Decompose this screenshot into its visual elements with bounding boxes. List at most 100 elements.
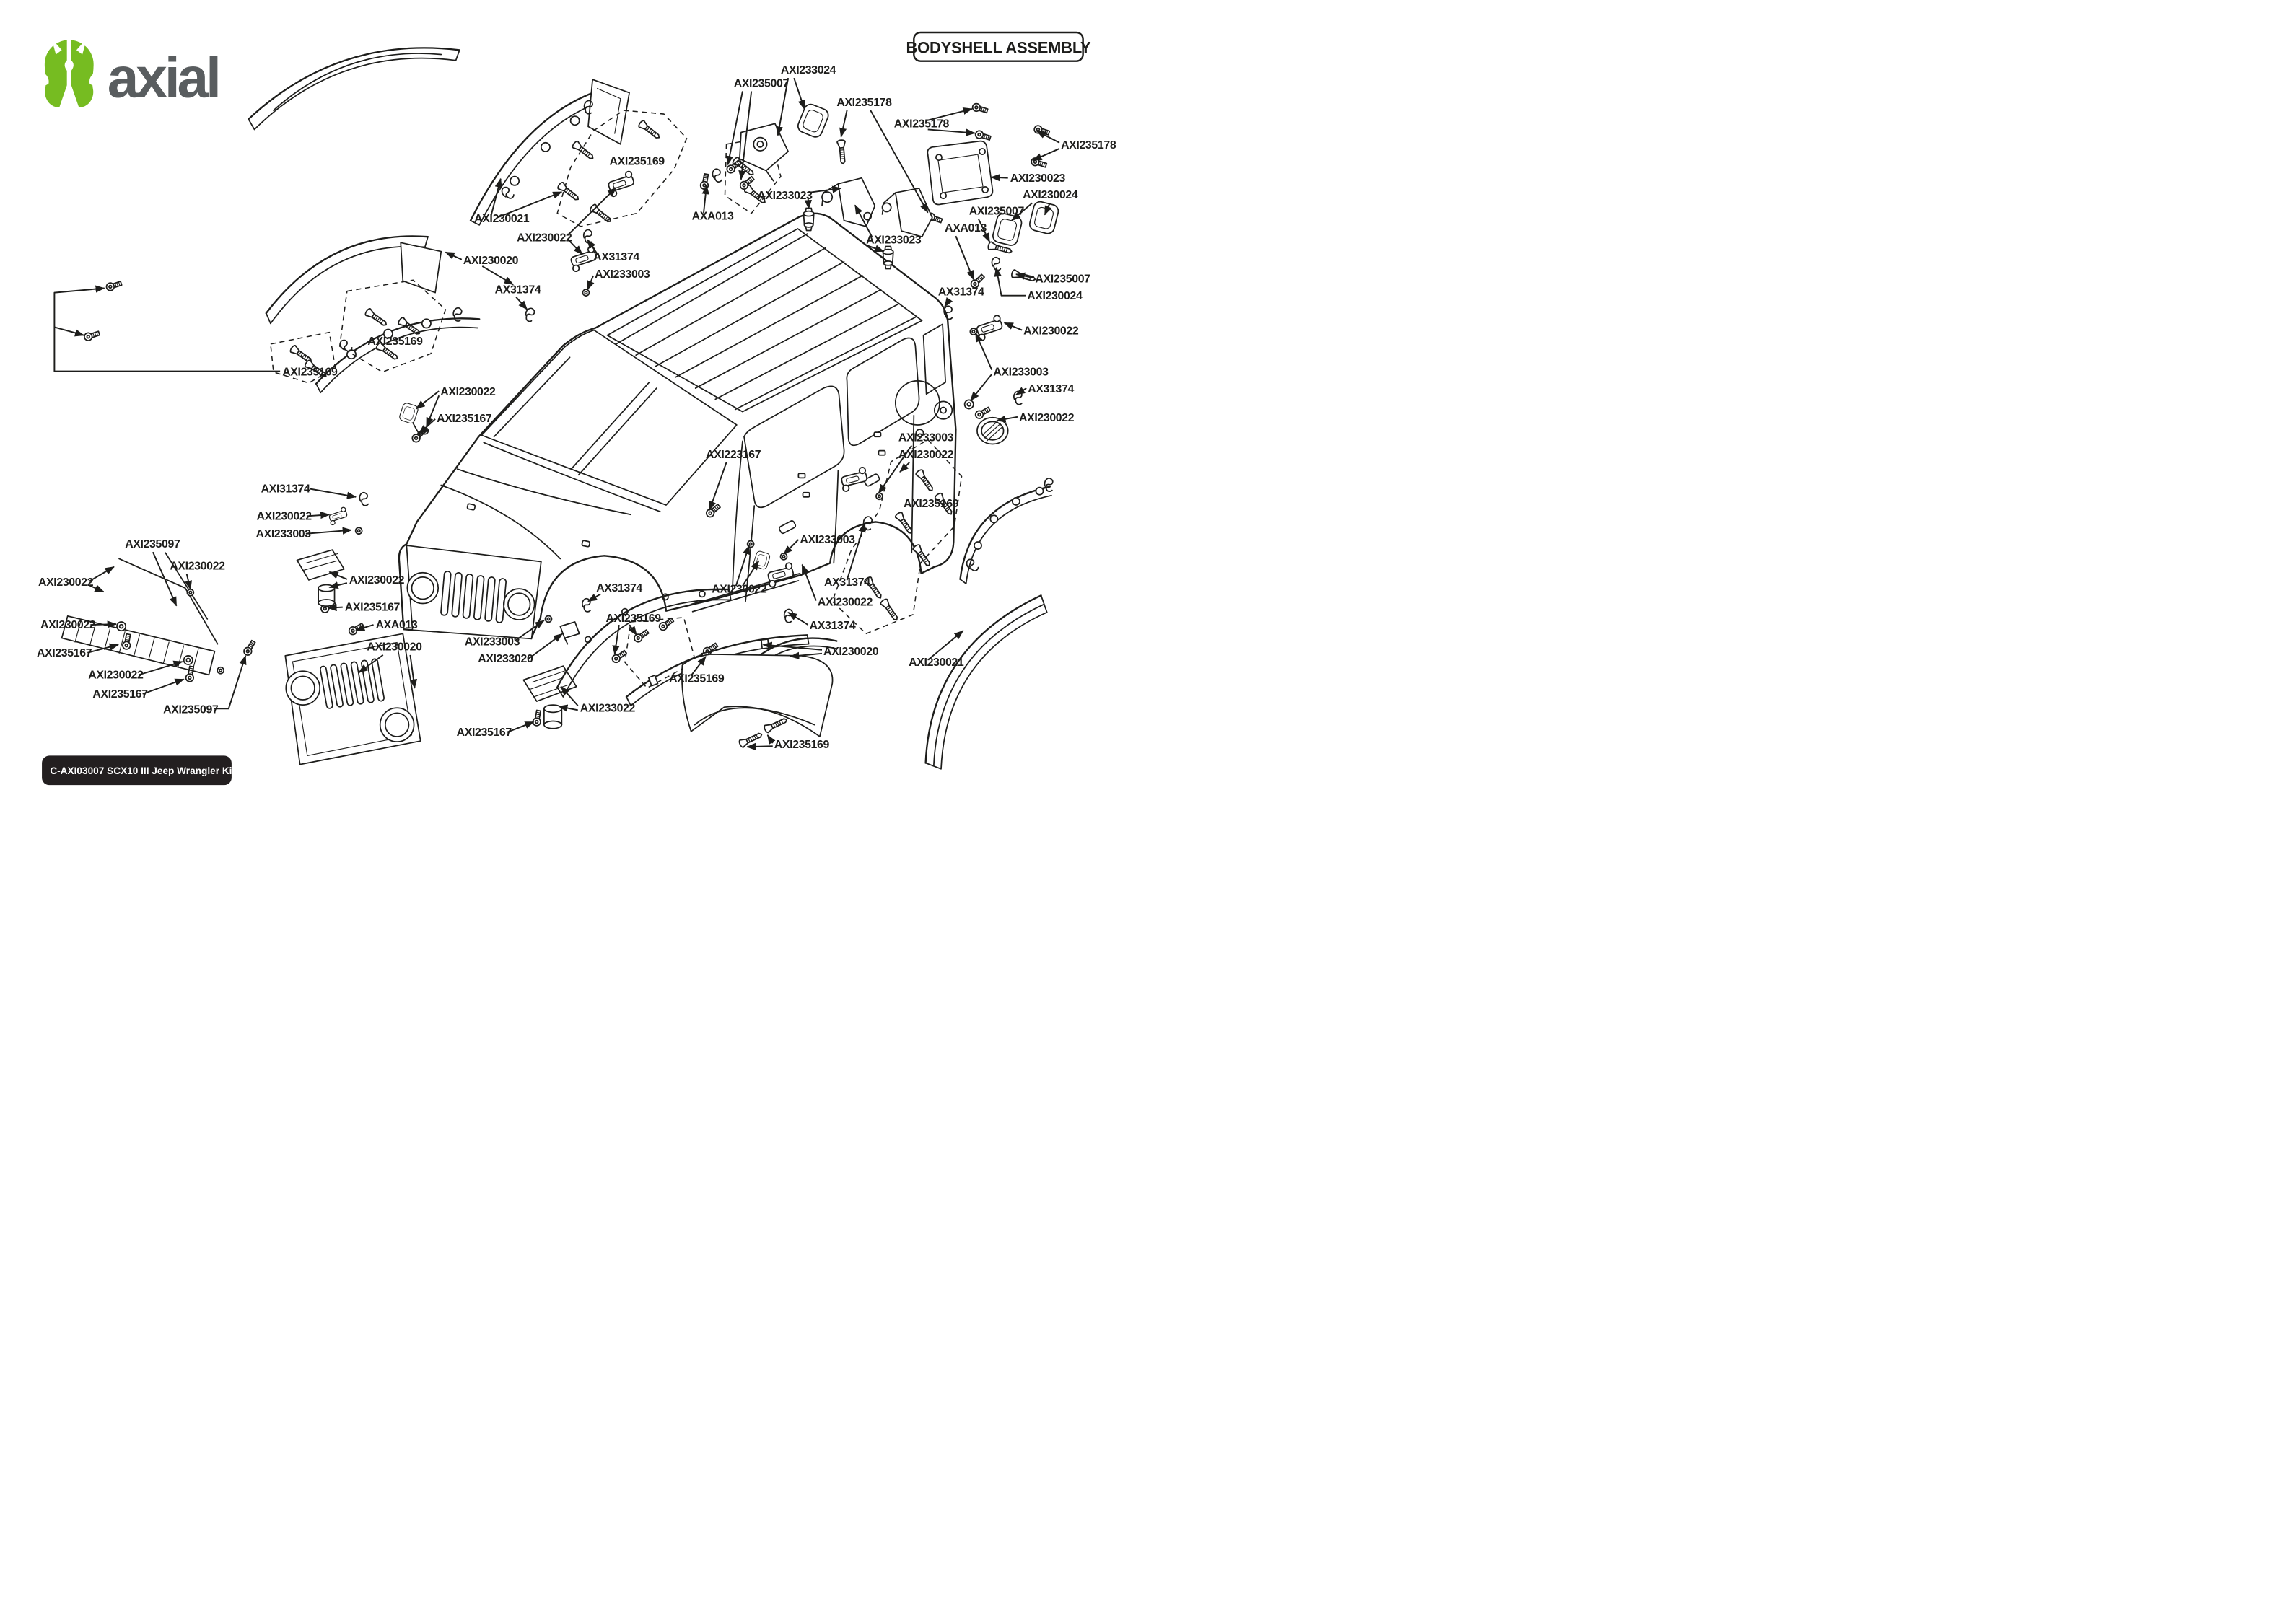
part-label: AXI230022 (1019, 412, 1075, 424)
part-label: AXI235169 (904, 498, 959, 510)
leader-line (567, 238, 583, 255)
leader-line (955, 235, 974, 281)
leader-line (490, 177, 502, 216)
leader-line (305, 527, 352, 535)
part-label: AXI235169 (669, 673, 725, 685)
part-label: AXI235007 (969, 206, 1025, 218)
leader-line (628, 624, 638, 636)
part-label: AXI230022 (898, 449, 954, 461)
part-label: AXI235169 (605, 613, 661, 625)
leader-line (766, 734, 776, 745)
fender-flare-inner-front (469, 79, 630, 226)
part-label: AXI235097 (125, 538, 180, 550)
part-label: AXI235097 (163, 703, 219, 716)
leader-line (88, 584, 105, 593)
leader-line (978, 219, 991, 243)
part-label: AXA013 (945, 222, 987, 234)
part-label: AXI230022 (170, 561, 225, 573)
leader-line (870, 110, 929, 214)
leader-line (944, 297, 953, 307)
part-label: AXI230024 (1023, 189, 1078, 201)
part-label: AXI235167 (345, 602, 401, 614)
leader-line (139, 660, 183, 676)
part-label: AXI235007 (1035, 273, 1090, 285)
part-label: AXI230022 (712, 583, 767, 595)
leader-line (746, 742, 773, 750)
leader-line (793, 77, 805, 110)
leader-line (1036, 130, 1060, 144)
fuel-door-cluster (941, 304, 1026, 445)
part-label: AXI230022 (1023, 325, 1079, 338)
part-label: AXI233020 (478, 653, 533, 665)
leader-line (425, 395, 440, 427)
leader-line (418, 418, 436, 434)
leader-line (53, 285, 281, 372)
leader-line (514, 620, 545, 642)
part-label: AXI230020 (367, 641, 422, 654)
leader-line (214, 654, 247, 710)
part-label: AX31374 (596, 582, 642, 594)
leader-line (928, 630, 964, 660)
part-label: AXI233023 (866, 234, 922, 246)
title-box: BODYSHELL ASSEMBLY (906, 31, 1091, 62)
leader-line (567, 187, 617, 236)
leader-line (839, 110, 848, 138)
part-label: AXI230022 (818, 597, 873, 609)
leader-line (1044, 202, 1052, 216)
leader-line (328, 581, 348, 589)
windshield-hinge-parts (326, 491, 372, 535)
leader-line (87, 643, 120, 654)
part-label: AXI233003 (256, 528, 312, 540)
rear-flare-cluster (831, 439, 1057, 770)
leader-line (975, 332, 993, 370)
part-label: AXI233003 (595, 268, 650, 281)
kit-footer: C-AXI03007 SCX10 III Jeep Wrangler Kit (42, 755, 235, 786)
leader-line (612, 624, 620, 655)
leader-line (738, 91, 753, 180)
axial-logo-icon (43, 38, 96, 109)
part-label: AXI230022 (517, 232, 572, 244)
part-label: AXI233003 (800, 534, 855, 546)
leader-line (497, 191, 563, 219)
leader-line (1003, 322, 1023, 331)
part-label: AXI235167 (437, 413, 492, 425)
part-label: AXI233003 (993, 367, 1049, 379)
leader-line (790, 651, 823, 659)
leader-line (355, 623, 374, 631)
leader-line (854, 204, 873, 237)
part-label: AXI235167 (457, 727, 512, 739)
leader-line (1015, 387, 1027, 396)
leader-line (88, 566, 115, 582)
part-label: AXA013 (692, 211, 734, 223)
fender-flare-front (248, 47, 460, 131)
leader-line (762, 641, 823, 651)
leader-line (927, 128, 976, 136)
leader-line (775, 77, 790, 136)
part-label: AXI235169 (774, 739, 830, 751)
part-label: AXI230022 (40, 619, 96, 631)
leader-line (415, 390, 440, 410)
leader-line (587, 239, 599, 255)
front-fender-piece (681, 637, 838, 749)
manual-page: axial BODYSHELL ASSEMBLY (0, 0, 1137, 812)
leader-line (445, 251, 463, 260)
leader-line (528, 633, 564, 659)
leader-line (558, 704, 578, 712)
leader-line (783, 539, 800, 556)
part-label: AXI230024 (1027, 290, 1083, 302)
jeep-bodyshell (398, 212, 957, 640)
kit-label: C-AXI03007 SCX10 III Jeep Wrangler Kit (50, 765, 235, 776)
leader-line (725, 91, 743, 166)
leader-line (152, 551, 178, 607)
part-label: AX31374 (810, 620, 856, 632)
part-label: AXI235178 (836, 97, 892, 109)
part-label: AXI223167 (706, 449, 761, 461)
part-label: AXI233023 (757, 190, 813, 202)
leader-line (409, 654, 418, 689)
leader-line (808, 185, 842, 194)
part-label: AXI235178 (1061, 139, 1116, 152)
part-label: AXI230022 (440, 386, 496, 398)
part-label: AXI233024 (781, 64, 836, 76)
leader-line (926, 107, 973, 122)
leader-line (709, 462, 727, 512)
